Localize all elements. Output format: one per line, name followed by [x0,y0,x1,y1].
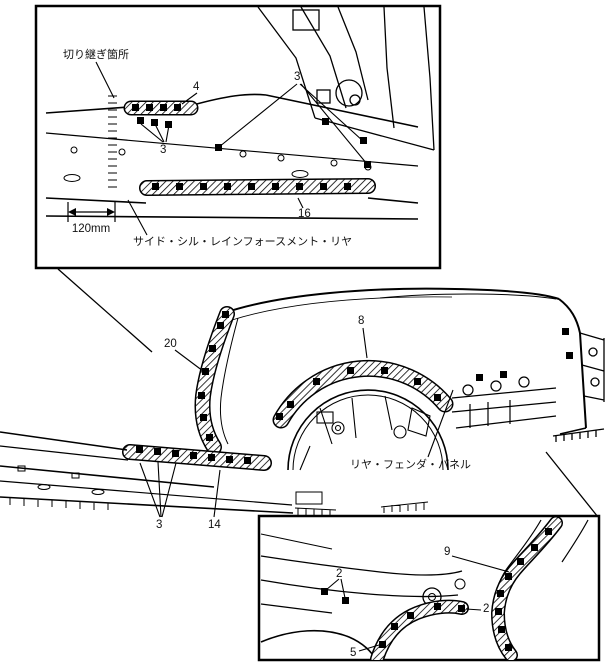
callout-5-label: 5 [350,647,356,659]
dimension-120mm-label: 120mm [72,223,110,235]
bottom-inset-callout-leaders [325,555,510,652]
callout-2-left-label: 2 [336,568,342,580]
top-inset-frame [34,4,442,270]
inset-connector-lines [57,268,599,518]
top-inset-drawing [45,6,435,222]
left-rocker-lines [0,431,294,514]
top-inset-callout-leaders [95,61,368,236]
callout-20-label: 20 [164,338,177,350]
callout-14-label: 14 [208,519,221,531]
dimension-arrow-right [107,208,115,216]
callout-3-main-label: 3 [156,519,162,531]
bottom-inset: 9 2 2 5 [257,514,601,662]
callout-8-label: 8 [358,315,364,327]
lower-weld-bar [139,178,376,196]
callout-9-label: 9 [444,546,450,558]
callout-16-label: 16 [298,208,311,220]
rear-panel-details [552,332,605,442]
top-inset: 切り継ぎ箇所 4 3 3 16 120mm サイド・シル・レインフォースメント・… [34,4,442,270]
sill-weld-band [122,444,272,471]
main-callout-leaders [139,327,454,518]
callout-3-upper-label: 3 [294,71,300,83]
callout-3-lower-label: 3 [160,144,166,156]
dimension-120mm [67,202,116,222]
dimension-arrow-left [68,208,76,216]
rear-fender-panel-label: リヤ・フェンダ・パネル [350,457,471,471]
side-sill-reinforcement-label: サイド・シル・レインフォースメント・リヤ [133,235,352,248]
callout-2-right-label: 2 [483,603,489,615]
wheel-arch-weld-band [272,359,454,429]
quarter-inner-structure [451,376,557,429]
cut-splice-label: 切り継ぎ箇所 [63,47,129,61]
main-view-drawing: 20 8 リヤ・フェンダ・パネル 3 14 [0,287,605,531]
callout-4-label: 4 [193,81,200,93]
top-inset-pillar-structure [257,6,435,151]
underbody-flange-ticks [294,491,429,517]
bottom-inset-drawing [260,516,589,660]
inner-arch-structure [299,395,431,471]
